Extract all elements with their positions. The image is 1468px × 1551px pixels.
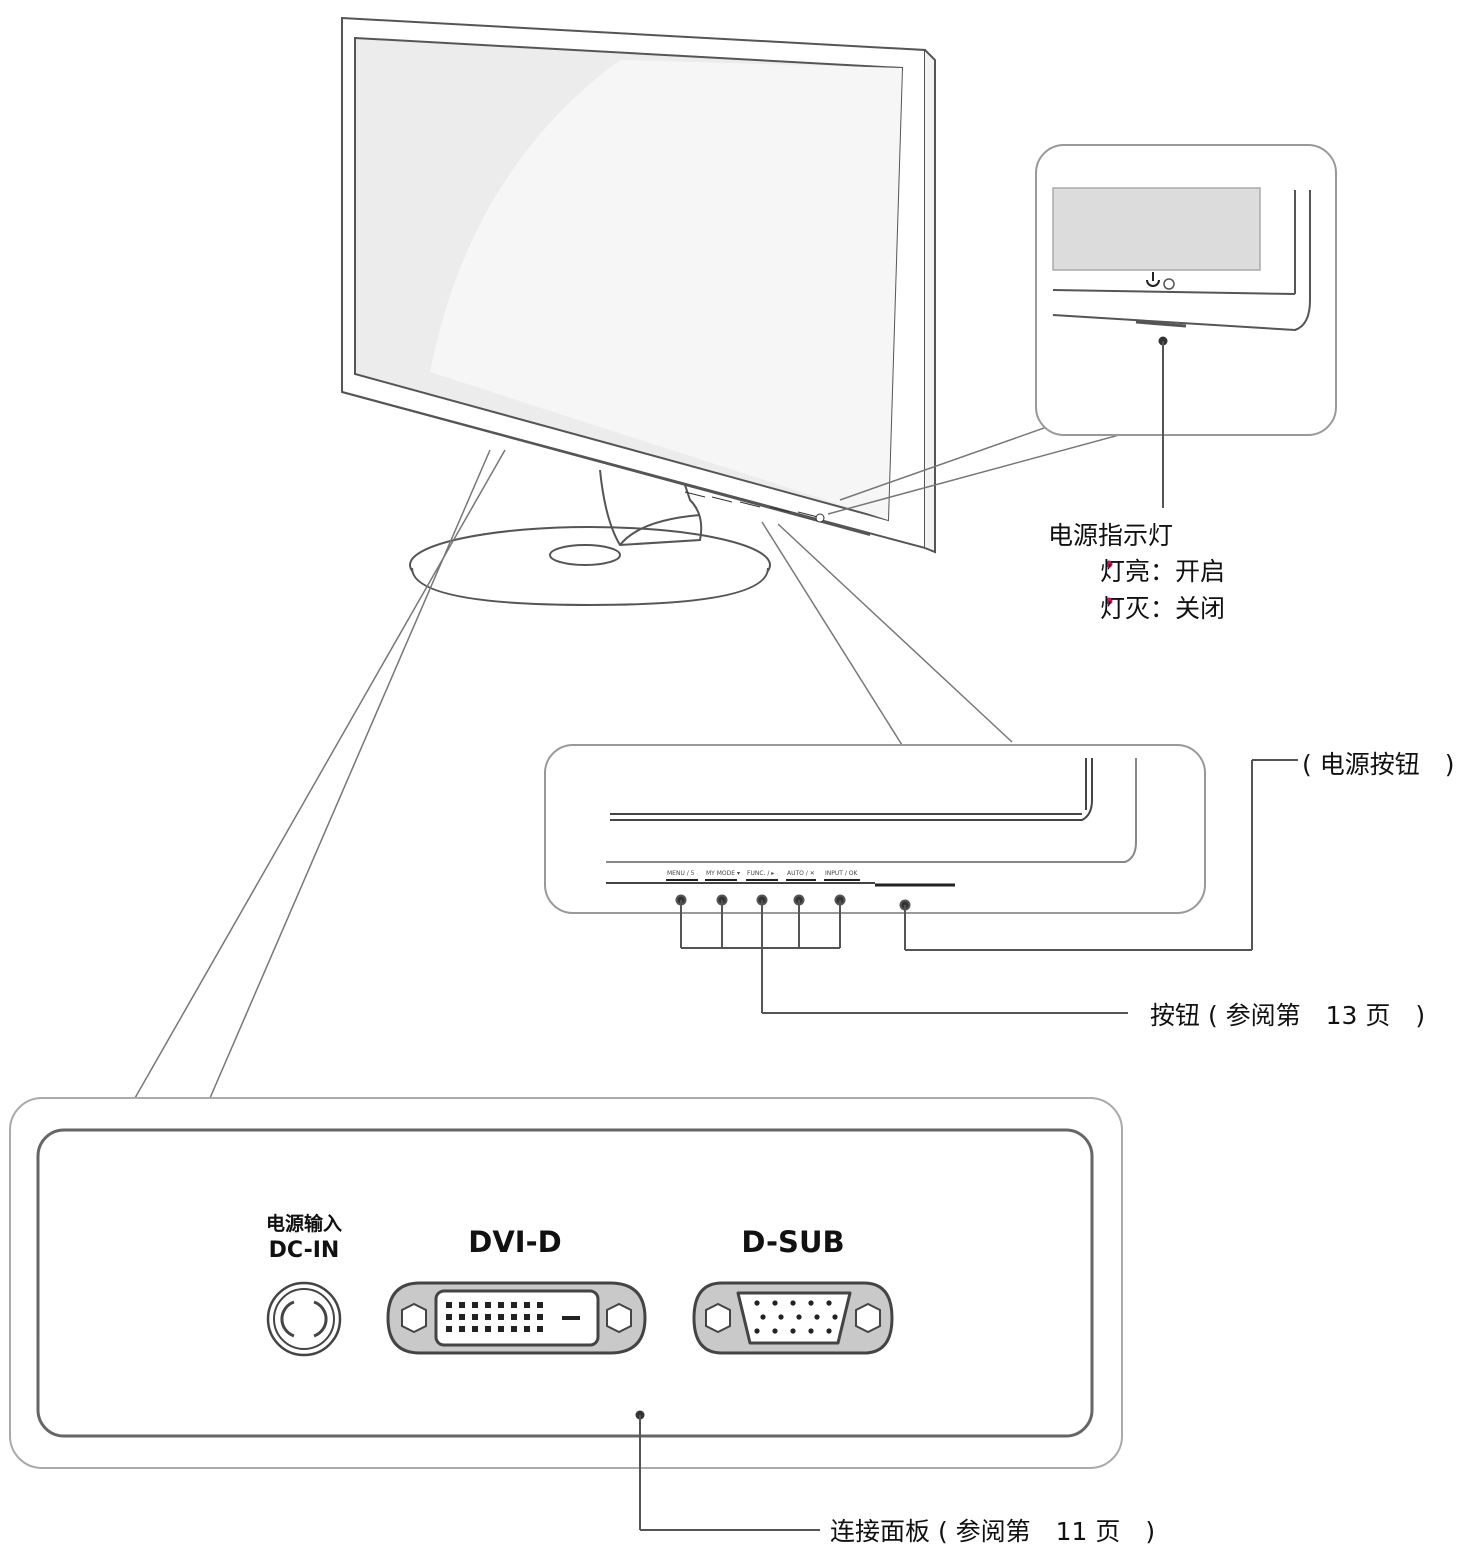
d-sub-pin [826, 1300, 832, 1306]
light-off-text: 灯灭：关闭 [1100, 594, 1226, 623]
light-on-text: 灯亮：开启 [1100, 557, 1226, 586]
d-sub-pin [772, 1328, 778, 1334]
leader-lines [134, 409, 1146, 1099]
d-sub-connector-icon [692, 1281, 894, 1355]
d-sub-pin [754, 1328, 760, 1334]
dvi-pin [524, 1326, 530, 1332]
bezel-button-label: MY MODE ▾ [706, 870, 740, 877]
dvi-pin [537, 1314, 543, 1320]
power-button-label: ( 电源按钮 ) [1302, 750, 1455, 779]
bullet-icon [1105, 597, 1113, 605]
bezel-button-label: MENU / 5 [667, 870, 695, 877]
dvi-pin [472, 1326, 478, 1332]
dvi-d-label: DVI-D [468, 1225, 562, 1259]
dvi-pin [537, 1302, 543, 1308]
dvi-pin [524, 1302, 530, 1308]
dvi-pin [498, 1302, 504, 1308]
dvi-pin [446, 1314, 452, 1320]
dvi-pin [485, 1302, 491, 1308]
dvi-pin [459, 1302, 465, 1308]
bezel-button-label: INPUT / OK [825, 870, 858, 877]
power-symbol-icon [1146, 272, 1160, 287]
dc-in-label-cn: 电源输入 [265, 1213, 342, 1235]
d-sub-pin [778, 1314, 784, 1320]
bezel-button-label: AUTO / ✕ [787, 870, 815, 877]
d-sub-pin [826, 1328, 832, 1334]
dvi-pin [511, 1326, 517, 1332]
dvi-pin [472, 1314, 478, 1320]
dvi-d-connector-icon [386, 1281, 647, 1355]
dvi-pin [472, 1302, 478, 1308]
d-sub-pin [808, 1300, 814, 1306]
d-sub-pin [814, 1314, 820, 1320]
power-led-zoom [1035, 144, 1337, 436]
d-sub-pin [754, 1300, 760, 1306]
d-sub-pin [832, 1314, 838, 1320]
d-sub-pin [808, 1328, 814, 1334]
dvi-pin [459, 1314, 465, 1320]
d-sub-pin [790, 1328, 796, 1334]
dvi-pin [485, 1314, 491, 1320]
dvi-pin [511, 1314, 517, 1320]
bezel-button-label: FUNC. / ▸ [747, 870, 775, 877]
d-sub-pin [760, 1314, 766, 1320]
led-icon [1163, 278, 1175, 290]
dvi-pin [446, 1326, 452, 1332]
dvi-pin [511, 1302, 517, 1308]
front-bezel-zoom [544, 744, 1206, 914]
connection-panel-reference: 连接面板 ( 参阅第 11 页 ) [830, 1517, 1156, 1546]
dc-in-label: DC-IN [268, 1238, 340, 1263]
monitor-stand [409, 469, 771, 607]
d-sub-label: D-SUB [741, 1225, 845, 1259]
bullet-icon [1105, 560, 1113, 568]
d-sub-pin [772, 1300, 778, 1306]
dvi-pin [485, 1326, 491, 1332]
dvi-pin [537, 1326, 543, 1332]
dvi-pin [498, 1326, 504, 1332]
monitor-body [341, 16, 936, 554]
dvi-pin [459, 1326, 465, 1332]
dvi-pin [524, 1314, 530, 1320]
d-sub-pin [796, 1314, 802, 1320]
bezel-button-leaders [675, 759, 1298, 1014]
dvi-pin [446, 1302, 452, 1308]
d-sub-pin [790, 1300, 796, 1306]
panel-leader [635, 1410, 820, 1531]
power-led-leader [1158, 336, 1168, 508]
power-indicator-title: 电源指示灯 [1048, 521, 1174, 550]
buttons-reference: 按钮 ( 参阅第 13 页 ) [1150, 1001, 1426, 1030]
dc-in-jack-icon [266, 1281, 342, 1357]
dvi-pin [498, 1314, 504, 1320]
